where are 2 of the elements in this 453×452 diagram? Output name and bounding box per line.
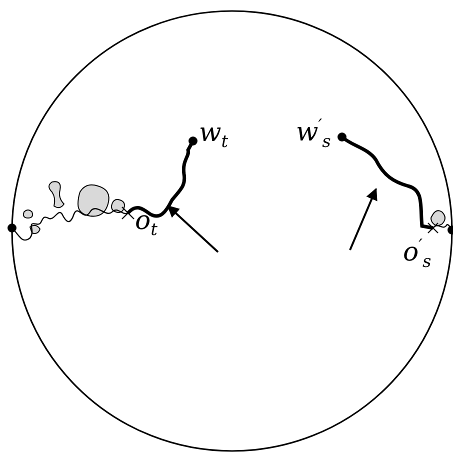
math-label: w$_{t}$ <box>199 120 228 152</box>
math-label: o$_{t}$ <box>135 208 158 240</box>
